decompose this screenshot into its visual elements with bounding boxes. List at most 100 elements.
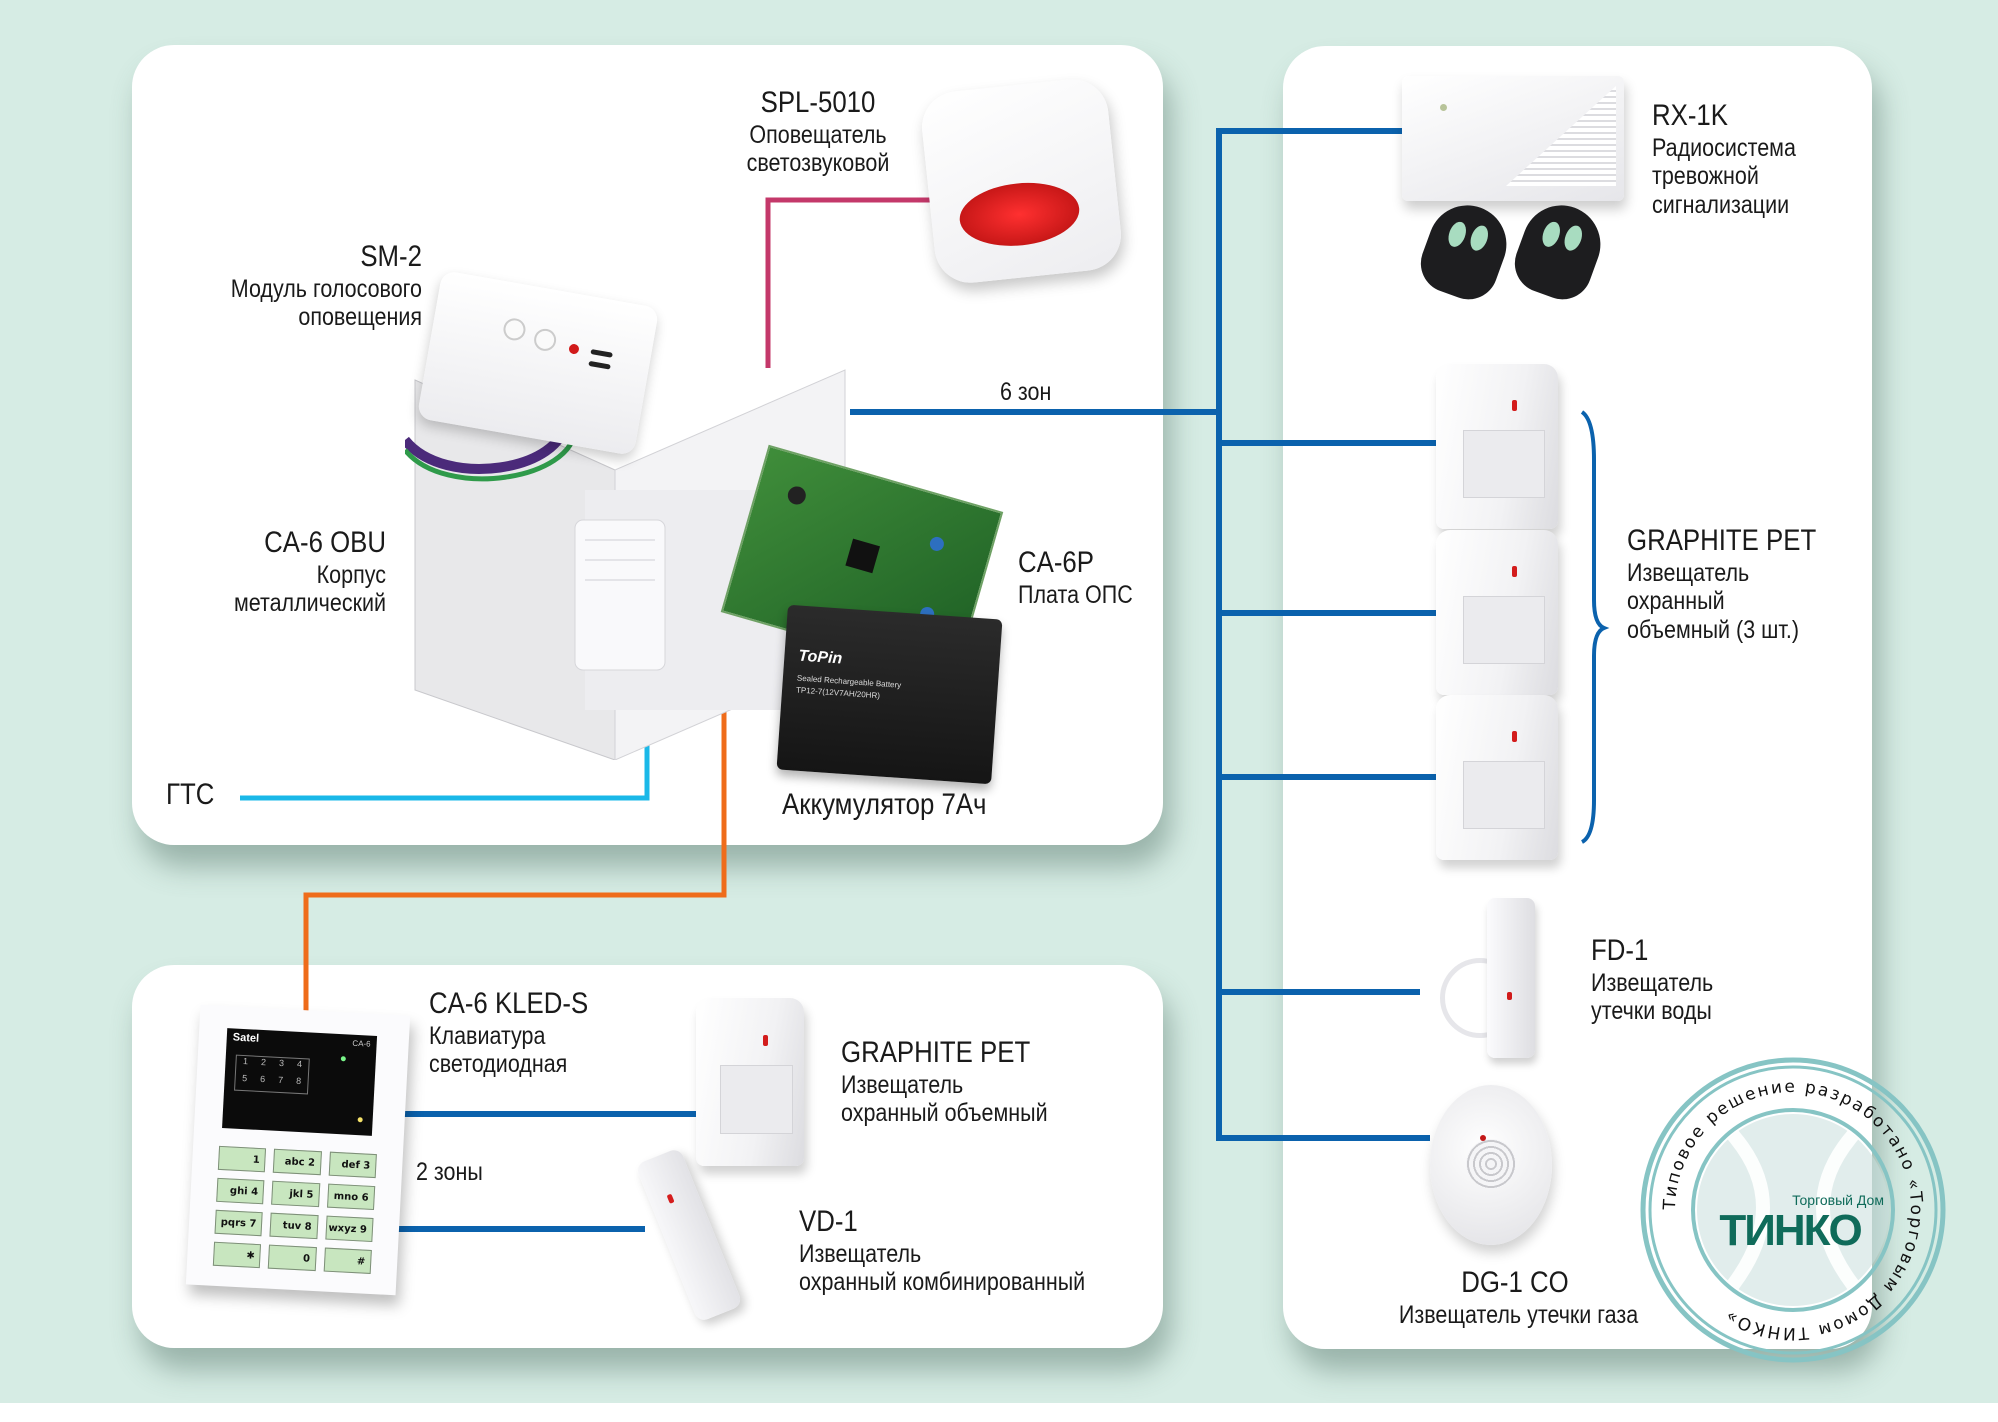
battery-brand: ToPin — [797, 647, 843, 668]
siren-wire — [765, 197, 945, 368]
keypad-desc-line: светодиодная — [429, 1050, 568, 1079]
rx1k-desc-line: тревожной — [1652, 162, 1759, 191]
enclosure-desc-line: металлический — [233, 589, 386, 618]
dg1-model: DG-1 CO — [1461, 1266, 1569, 1299]
graphite-pet-model: GRAPHITE PET — [841, 1036, 1031, 1069]
keypad-key[interactable]: jkl 5 — [271, 1180, 320, 1208]
pir-lens — [719, 1065, 794, 1135]
keypad-device-tag: CA-6 — [352, 1038, 371, 1049]
zone-led: 4 — [296, 1058, 303, 1070]
zone-led: 3 — [278, 1057, 285, 1069]
rx1k-model: RX-1K — [1652, 99, 1728, 132]
keypad-key[interactable]: mno 6 — [326, 1183, 376, 1211]
keypad-key[interactable]: ghi 4 — [216, 1177, 265, 1205]
vd1-desc-line: Извещатель — [799, 1239, 922, 1268]
pir-led-icon — [762, 1034, 768, 1046]
spl5010-label: SPL-5010 Оповещатель светозвуковой — [718, 86, 918, 178]
zone-led: 1 — [242, 1056, 249, 1067]
pir-lens — [1462, 596, 1546, 664]
vd1-label: VD-1 Извещатель охранный комбинированный — [799, 1205, 1132, 1297]
enclosure-desc-line: Корпус — [316, 560, 386, 589]
keypad-key[interactable]: abc 2 — [273, 1148, 322, 1176]
zone-led: 7 — [277, 1074, 284, 1086]
six-zones-text: 6 зон — [1000, 378, 1052, 406]
keypad-label: CA-6 KLED-S Клавиатура светодиодная — [429, 987, 614, 1079]
graphite-group-desc-line: охранный — [1627, 587, 1725, 616]
sm2-desc-line: Модуль голосового — [230, 274, 422, 303]
fd1-desc-line: утечки воды — [1591, 997, 1712, 1026]
keypad-key[interactable]: def 3 — [328, 1151, 377, 1179]
pir-lens — [1462, 761, 1546, 829]
tinko-stamp: Типовое решение разработано «Торговым До… — [1638, 1055, 1948, 1365]
dg1-label: DG-1 CO Извещатель утечки газа — [1380, 1266, 1650, 1329]
rx1k-desc-line: Радиосистема — [1652, 133, 1796, 162]
pir-lens — [1462, 430, 1546, 498]
stamp-logo-small: Торговый Дом — [1792, 1192, 1884, 1208]
pir-led-icon — [1511, 566, 1517, 578]
spl5010-desc-line: светозвуковой — [746, 149, 890, 178]
rx1k-receiver-image — [1402, 76, 1624, 201]
keypad-key[interactable]: pqrs 7 — [214, 1209, 264, 1237]
fd1-desc-line: Извещатель — [1591, 968, 1714, 997]
zone-led: 8 — [295, 1075, 302, 1087]
zone-led: 5 — [241, 1072, 248, 1084]
two-zones-label: 2 зоны — [416, 1158, 494, 1187]
graphite-pet-desc-line: Извещатель — [841, 1070, 964, 1099]
battery-caption: Аккумулятор 7Ач — [782, 788, 987, 821]
graphite-pet-sensor-1-image — [1436, 364, 1558, 529]
rx1k-label: RX-1K Радиосистема тревожной сигнализаци… — [1652, 99, 1819, 220]
status-led-icon — [340, 1056, 346, 1062]
keypad-model: CA-6 KLED-S — [429, 987, 589, 1020]
graphite-pet-desc-line: охранный объемный — [841, 1099, 1048, 1128]
sm2-label: SM-2 Модуль голосового оповещения — [160, 240, 422, 332]
fd1-label: FD-1 Извещатель утечки воды — [1591, 934, 1733, 1026]
battery-spec-2: TP12-7(12V7AH/20HR) — [795, 685, 881, 701]
group-brace — [1580, 410, 1610, 844]
battery-label: Аккумулятор 7Ач — [782, 788, 1020, 823]
vd1-desc-line: охранный комбинированный — [799, 1268, 1086, 1297]
gts-label: ГТС — [166, 778, 222, 813]
gts-text: ГТС — [166, 778, 215, 811]
board-model: CA-6P — [1018, 546, 1094, 579]
dg1-co-image — [1430, 1085, 1552, 1245]
spl5010-desc-line: Оповещатель — [749, 120, 887, 149]
spl5010-model: SPL-5010 — [760, 86, 876, 119]
graphite-group-model: GRAPHITE PET — [1627, 524, 1817, 557]
sm2-model: SM-2 — [360, 240, 422, 273]
keypad-key[interactable]: 0 — [268, 1244, 317, 1272]
keypad-bus-wire — [303, 668, 727, 1020]
keypad-key[interactable]: 1 — [217, 1145, 267, 1173]
graphite-pet-sensor-3-image — [1436, 695, 1558, 860]
keypad-key[interactable]: ✱ — [212, 1241, 262, 1269]
keypad-key[interactable]: wxyz 9 — [325, 1215, 374, 1243]
vd1-model: VD-1 — [799, 1205, 858, 1238]
graphite-group-desc-line: объемный (3 шт.) — [1627, 616, 1799, 644]
pir-led-icon — [1511, 400, 1517, 412]
siren-image — [918, 75, 1125, 287]
stamp-logo-big: ТИНКО — [1719, 1206, 1861, 1255]
dg1-desc-line: Извещатель утечки газа — [1398, 1300, 1639, 1329]
two-zones-text: 2 зоны — [416, 1158, 483, 1186]
enclosure-model: CA-6 OBU — [264, 526, 386, 559]
keypad-brand: Satel — [232, 1031, 260, 1045]
sm2-desc-line: оповещения — [298, 303, 422, 332]
keypad-key[interactable]: tuv 8 — [269, 1212, 319, 1240]
graphite-pet-label: GRAPHITE PET Извещатель охранный объемны… — [841, 1036, 1081, 1128]
zone-led: 2 — [260, 1056, 267, 1068]
fd1-model: FD-1 — [1591, 934, 1649, 967]
graphite-pet-image — [696, 998, 804, 1166]
graphite-group-label: GRAPHITE PET Извещатель охранный объемны… — [1627, 524, 1847, 645]
pir-led-icon — [1511, 731, 1517, 743]
battery-image: ToPin Sealed Rechargeable Battery TP12-7… — [776, 604, 1003, 785]
six-zones-label: 6 зон — [1000, 378, 1060, 407]
rx1k-desc-line: сигнализации — [1652, 191, 1790, 219]
board-label: CA-6P Плата ОПС — [1018, 546, 1151, 609]
graphite-pet-sensor-2-image — [1436, 530, 1558, 695]
keypad-key[interactable]: # — [323, 1247, 372, 1274]
board-desc-line: Плата ОПС — [1018, 580, 1133, 609]
fd1-image — [1487, 898, 1535, 1058]
enclosure-label: CA-6 OBU Корпус металлический — [160, 526, 386, 618]
